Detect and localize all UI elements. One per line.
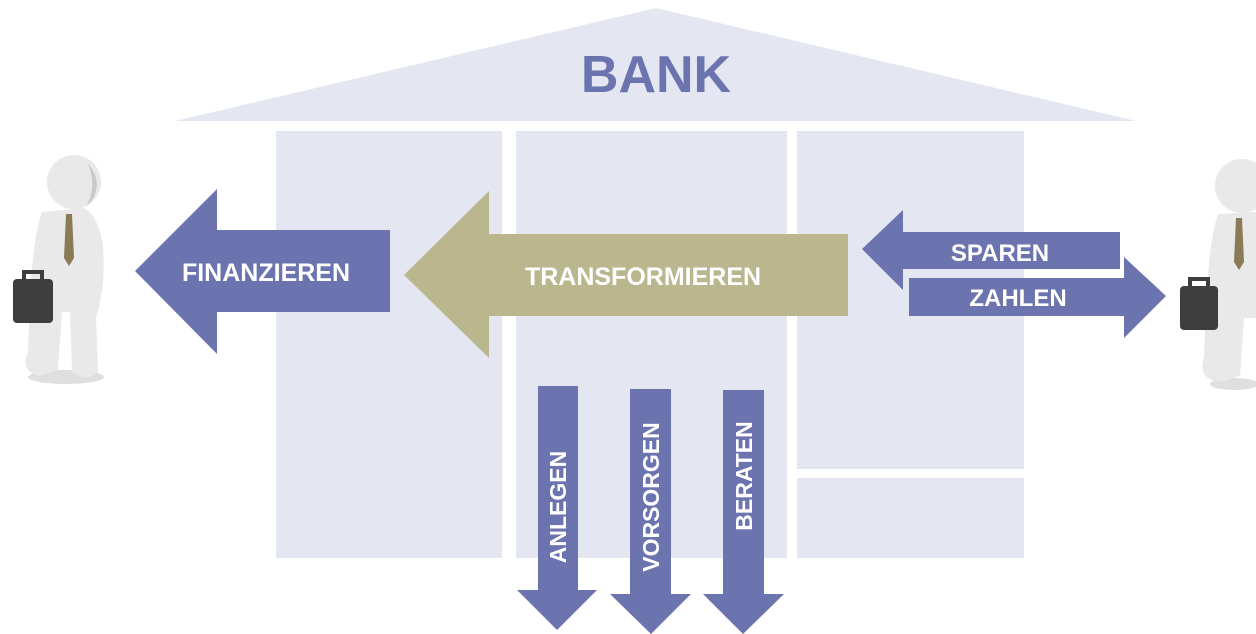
finanzieren-arrow	[135, 189, 390, 354]
finanzieren-label: FINANZIEREN	[182, 259, 350, 287]
left-businessman-face-shade	[86, 164, 97, 206]
anlegen-label: ANLEGEN	[545, 451, 571, 563]
vorsorgen-label: VORSORGEN	[638, 422, 664, 572]
left-businessman-head	[47, 155, 101, 209]
right-businessman-arm	[1214, 230, 1232, 284]
beraten-label: BERATEN	[731, 421, 757, 530]
right-businessman-head	[1215, 159, 1256, 213]
vorsorgen-arrow	[610, 389, 691, 634]
sparen-label: SPAREN	[951, 240, 1049, 267]
right-businessman-briefcase	[1180, 286, 1218, 330]
beraten-arrow	[703, 390, 784, 634]
left-businessman-briefcase-handle	[22, 270, 44, 280]
building-column-left	[276, 131, 502, 558]
right-businessman-icon	[1180, 159, 1256, 390]
building-column-right-lower	[797, 478, 1024, 558]
left-businessman-arm	[38, 226, 56, 280]
zahlen-arrow	[909, 257, 1166, 338]
left-businessman-icon	[13, 155, 104, 384]
transformieren-arrow	[404, 191, 848, 358]
bank-title: BANK	[581, 46, 732, 104]
left-businessman-tie	[64, 214, 74, 266]
right-businessman-tie	[1234, 218, 1244, 270]
left-businessman-briefcase	[13, 279, 53, 323]
right-businessman-briefcase-handle	[1188, 277, 1210, 287]
transformieren-label: TRANSFORMIEREN	[525, 263, 761, 291]
sparen-arrow	[862, 210, 1120, 290]
anlegen-arrow	[517, 386, 597, 630]
bank-roof	[175, 8, 1136, 121]
zahlen-label: ZAHLEN	[969, 285, 1066, 312]
